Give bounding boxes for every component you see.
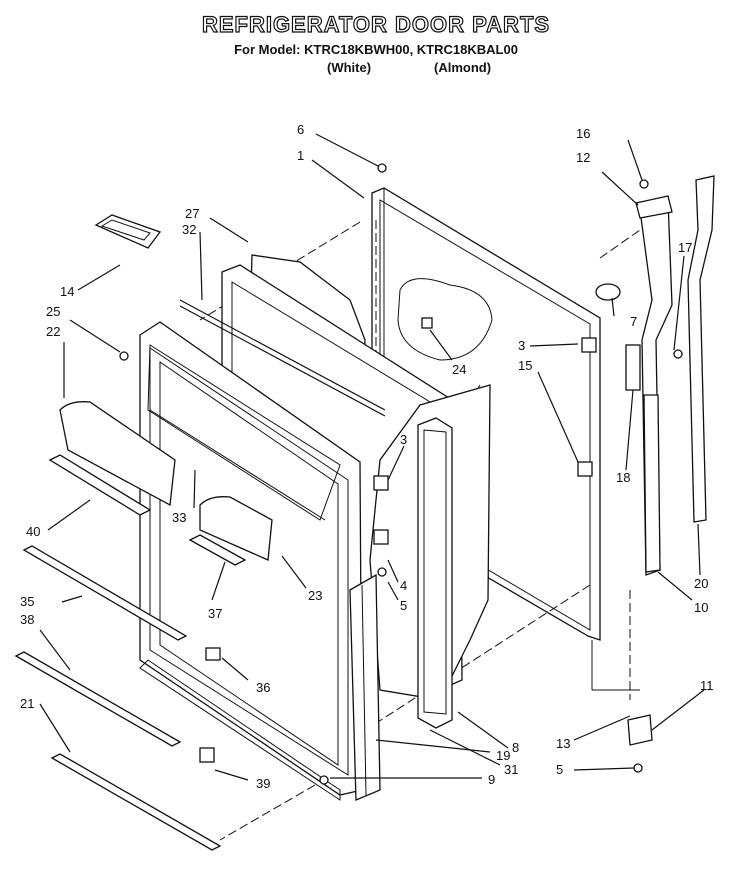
callout-35: 35: [20, 594, 34, 609]
callout-32: 32: [182, 222, 196, 237]
door-stop: [595, 283, 621, 301]
callout-37: 37: [208, 606, 222, 621]
callout-39: 39: [256, 776, 270, 791]
callout-23: 23: [308, 588, 322, 603]
callout-7: 7: [630, 314, 637, 329]
callout-13: 13: [556, 736, 570, 751]
inner-door-liner: [139, 321, 363, 801]
callout-leader-lines: [39, 133, 705, 781]
callout-40: 40: [26, 524, 40, 539]
callout-1: 1: [297, 148, 304, 163]
shelf-retainer-bars: [14, 545, 222, 851]
callout-38: 38: [20, 612, 34, 627]
callout-4: 4: [400, 578, 407, 593]
callout-3-right: 3: [518, 338, 525, 353]
shelf-clips: [199, 647, 221, 763]
callout-labels: 6 1 27 32 14 25 22 40 33 35 38 21 37 36 …: [20, 122, 714, 791]
callout-8: 8: [512, 740, 519, 755]
callout-18: 18: [616, 470, 630, 485]
model-line: For Model: KTRC18KBWH00, KTRC18KBAL00: [234, 42, 518, 57]
variant-white-label: (White): [327, 60, 372, 75]
diagram-title: REFRIGERATOR DOOR PARTS: [201, 11, 551, 37]
callout-24: 24: [452, 362, 466, 377]
callout-31: 31: [504, 762, 518, 777]
door-label: [397, 278, 493, 361]
callout-5-center: 5: [400, 598, 407, 613]
handle-assembly: [635, 175, 715, 576]
callout-27: 27: [185, 206, 199, 221]
callout-5-right: 5: [556, 762, 563, 777]
callout-33: 33: [172, 510, 186, 525]
callout-16: 16: [576, 126, 590, 141]
handle-insert: [625, 344, 641, 391]
variant-almond-label: (Almond): [434, 60, 492, 75]
screws: [119, 163, 683, 785]
callout-14: 14: [60, 284, 74, 299]
callout-12: 12: [576, 150, 590, 165]
lower-shelf-cover: [188, 496, 273, 566]
callout-9: 9: [488, 772, 495, 787]
bottom-hinge: [591, 640, 653, 746]
callout-6: 6: [297, 122, 304, 137]
callout-11: 11: [700, 678, 714, 693]
dairy-compartment-cover: [94, 214, 162, 249]
callout-21: 21: [20, 696, 34, 711]
callout-15: 15: [518, 358, 532, 373]
callout-10: 10: [694, 600, 708, 615]
callout-36: 36: [256, 680, 270, 695]
callout-17: 17: [678, 240, 692, 255]
door-side-trim: [349, 573, 381, 801]
upper-shelf-cover: [48, 401, 176, 516]
callout-22: 22: [46, 324, 60, 339]
callout-25: 25: [46, 304, 60, 319]
door-gasket: [417, 417, 453, 729]
callout-3-center: 3: [400, 432, 407, 447]
callout-19: 19: [496, 748, 510, 763]
callout-20: 20: [694, 576, 708, 591]
